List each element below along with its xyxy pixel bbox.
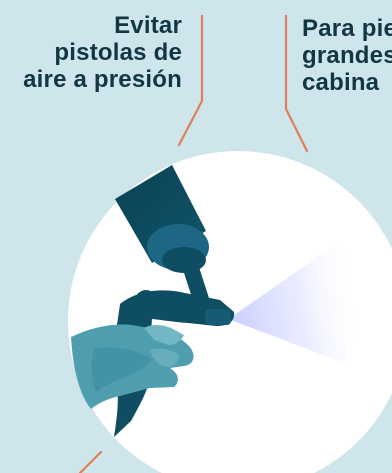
right-leader-line bbox=[284, 14, 309, 153]
spray-cone bbox=[230, 237, 364, 363]
trigger-joint bbox=[135, 290, 157, 312]
large-parts-cabin-line-3: cabina bbox=[302, 68, 380, 96]
avoid-pressure-guns-line-1: Evitar bbox=[114, 12, 182, 39]
avoid-pressure-guns-line-2: pistolas de bbox=[54, 38, 182, 66]
left-leader-line bbox=[177, 14, 204, 147]
bottom-leader-line bbox=[78, 450, 103, 473]
gun-nozzle bbox=[205, 309, 231, 325]
index-finger bbox=[144, 325, 184, 345]
knuckles bbox=[150, 348, 179, 367]
avoid-pressure-guns-line-3: aire a presión bbox=[23, 65, 182, 93]
large-parts-cabin-line-1: Para pie bbox=[302, 15, 392, 42]
hand-shadow bbox=[91, 347, 153, 392]
large-parts-cabin-line-2: grandes bbox=[302, 41, 392, 69]
large-parts-cabin-label: Para pie grandes cabina bbox=[302, 15, 392, 97]
hand-icon bbox=[71, 324, 194, 409]
avoid-pressure-guns-label: Evitar pistolas de aire a presión bbox=[0, 12, 182, 94]
